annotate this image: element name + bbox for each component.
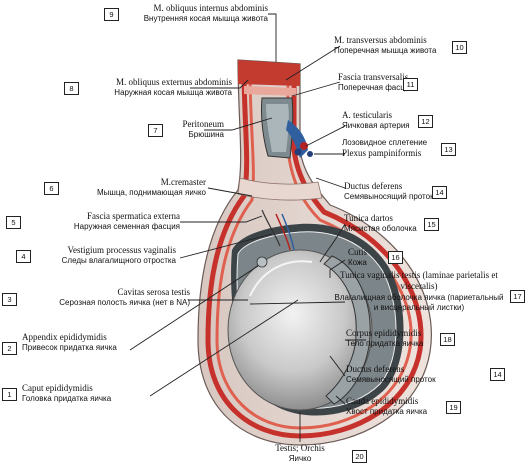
label-number-14b: 14 [490,368,505,381]
label-16-latin: Cutis [348,247,368,257]
abdominal-wall-muscles [238,60,300,86]
label-10-latin: M. transversus abdominis [334,35,427,45]
label-5-latin: Fascia spermatica externa [87,211,180,221]
label-19-latin: Cauda epididymidis [346,396,419,406]
label-12-latin: A. testicularis [342,110,392,120]
label-11-russian: Поперечная фасция [338,82,414,92]
label-4-russian: Следы влагалищного отростка [61,255,176,265]
label-6-latin: M.cremaster [160,177,206,187]
label-number-14a: 14 [432,186,447,199]
label-17-russian: Влагалищная оболочка яичка (париетальный… [334,293,504,312]
label-12-russian: Яичковая артерия [342,120,410,130]
label-6-russian: Мышца, поднимающая яичко [96,187,206,197]
label-18-russian: Тело придатка яичка [346,338,424,348]
label-number-16: 16 [388,251,403,264]
label-1-latin: Caput epididymidis [22,383,93,393]
label-number-18: 18 [440,333,455,346]
label-18-latin: Corpus epididymidis [346,328,422,338]
label-20-latin: Testis; Orchis [275,443,325,453]
label-number-15: 15 [424,218,439,231]
label-7-latin: Peritoneum [182,119,225,129]
label-8-latin: M. obliquus externus abdominis [116,77,232,87]
label-16-russian: Кожа [348,257,367,267]
label-number-5: 5 [6,216,21,229]
label-number-3: 3 [2,293,17,306]
label-number-8: 8 [64,82,79,95]
label-14b-russian: Семявыносящий проток [346,374,436,384]
label-15-latin: Tunica dartos [344,213,393,223]
label-14a-latin: Ductus deferens [344,181,403,191]
label-5-russian: Наружная семенная фасция [73,221,180,231]
label-11-latin: Fascia transversalis [338,72,409,82]
label-number-1: 1 [2,388,17,401]
label-13-latin: Plexus pampiniformis [342,148,422,158]
label-number-20: 20 [352,450,367,463]
label-20-russian: Яичко [288,453,312,463]
label-15-russian: Мясистая оболочка [344,223,417,233]
label-13-russian: Лозовидное сплетение [342,138,428,147]
label-3-russian: Серозная полость яичка (нет в NA) [59,297,190,307]
label-3-latin: Cavitas serosa testis [117,287,191,297]
label-7-russian: Брюшина [188,129,224,139]
label-number-2: 2 [2,342,17,355]
appendix-epididymidis [256,256,268,268]
label-number-10: 10 [452,41,467,54]
label-17-latin: Tunica vaginalis testis (laminae parieta… [340,270,498,291]
label-number-4: 4 [16,250,31,263]
label-number-13: 13 [441,143,456,156]
label-2-russian: Привесок придатка яичка [22,342,117,352]
label-4-latin: Vestigium processus vaginalis [67,245,177,255]
epididymis [323,255,371,405]
label-9-latin: M. obliquus internus abdominis [153,3,269,13]
label-14b-latin: Ductus deferens [346,364,405,374]
label-number-6: 6 [44,182,59,195]
label-19-russian: Хвост придатка яичка [346,406,428,416]
label-number-11: 11 [403,78,418,91]
label-number-19: 19 [446,401,461,414]
label-14a-russian: Семявыносящий проток [344,191,434,201]
label-number-7: 7 [148,124,163,137]
label-number-9: 9 [104,8,119,21]
label-8-russian: Наружная косая мышца живота [114,87,232,97]
label-1-russian: Головка придатка яичка [22,393,112,403]
label-2-latin: Appendix epididymidis [22,332,107,342]
leader-lines [129,13,366,442]
label-number-12: 12 [418,115,433,128]
label-number-17: 17 [510,290,525,303]
testis [227,249,373,411]
label-9-russian: Внутренняя косая мышца живота [143,13,268,23]
label-10-russian: Поперечная мышца живота [334,45,437,55]
